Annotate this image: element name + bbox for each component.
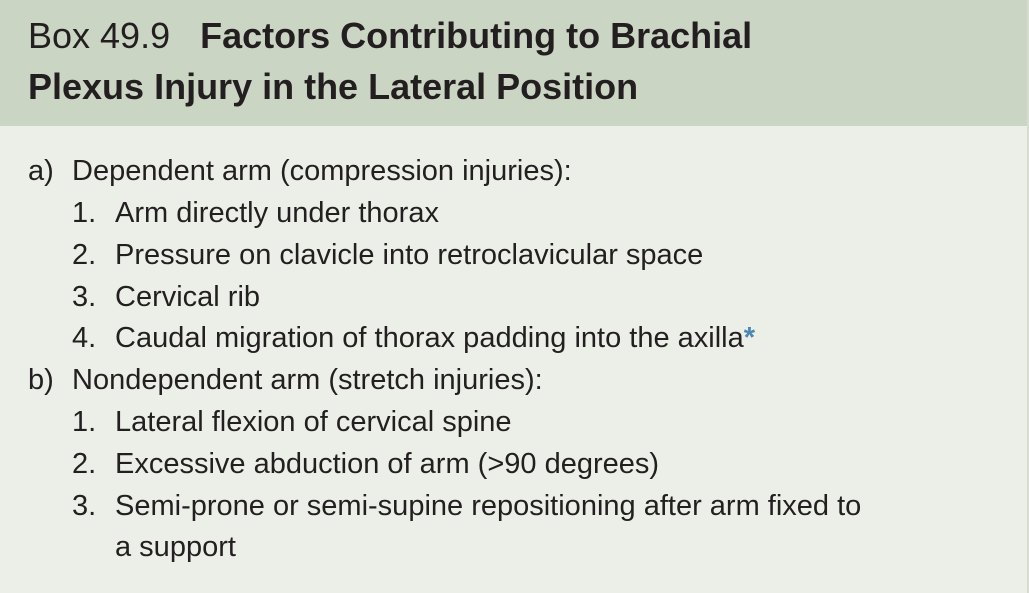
item-text: Caudal migration of thorax padding into … [115,321,755,355]
box-title-part-2: Plexus Injury in the Lateral Position [28,66,639,107]
box-title-line-2: Plexus Injury in the Lateral Position [28,66,638,108]
footnote-asterisk: * [743,322,756,354]
box-label: Box 49.9 [28,15,171,56]
item-text: Pressure on clavicle into retroclavicula… [115,239,704,271]
item-text-line-1: Semi-prone or semi-supine repositioning … [115,490,862,522]
item-text: Excessive abduction of arm (>90 degrees) [115,448,660,480]
item-number: 3. [72,281,97,313]
section-heading-text: Nondependent arm (stretch injuries): [72,364,543,396]
item-text: Cervical rib [115,281,261,313]
item-number: 2. [72,448,97,480]
item-number: 3. [72,490,97,522]
item-text: Lateral flexion of cervical spine [115,406,512,438]
box-header: Box 49.9 Factors Contributing to Brachial… [0,0,1027,126]
item-number: 2. [72,239,97,271]
section-heading-text: Dependent arm (compression injuries): [72,155,572,187]
list-item-continuation: a support [115,530,236,564]
item-text-content: Caudal migration of thorax padding into … [115,322,744,354]
item-number: 4. [72,322,97,354]
item-text-line-2: a support [115,531,236,563]
section-marker: a) [28,155,54,187]
item-number: 1. [72,406,97,438]
section-marker: b) [28,364,54,396]
box-title-part-1: Factors Contributing to Brachial [200,15,753,56]
item-text: Arm directly under thorax [115,197,439,229]
box-title-line-1: Box 49.9 Factors Contributing to Brachial [28,15,752,57]
item-number: 1. [72,197,97,229]
